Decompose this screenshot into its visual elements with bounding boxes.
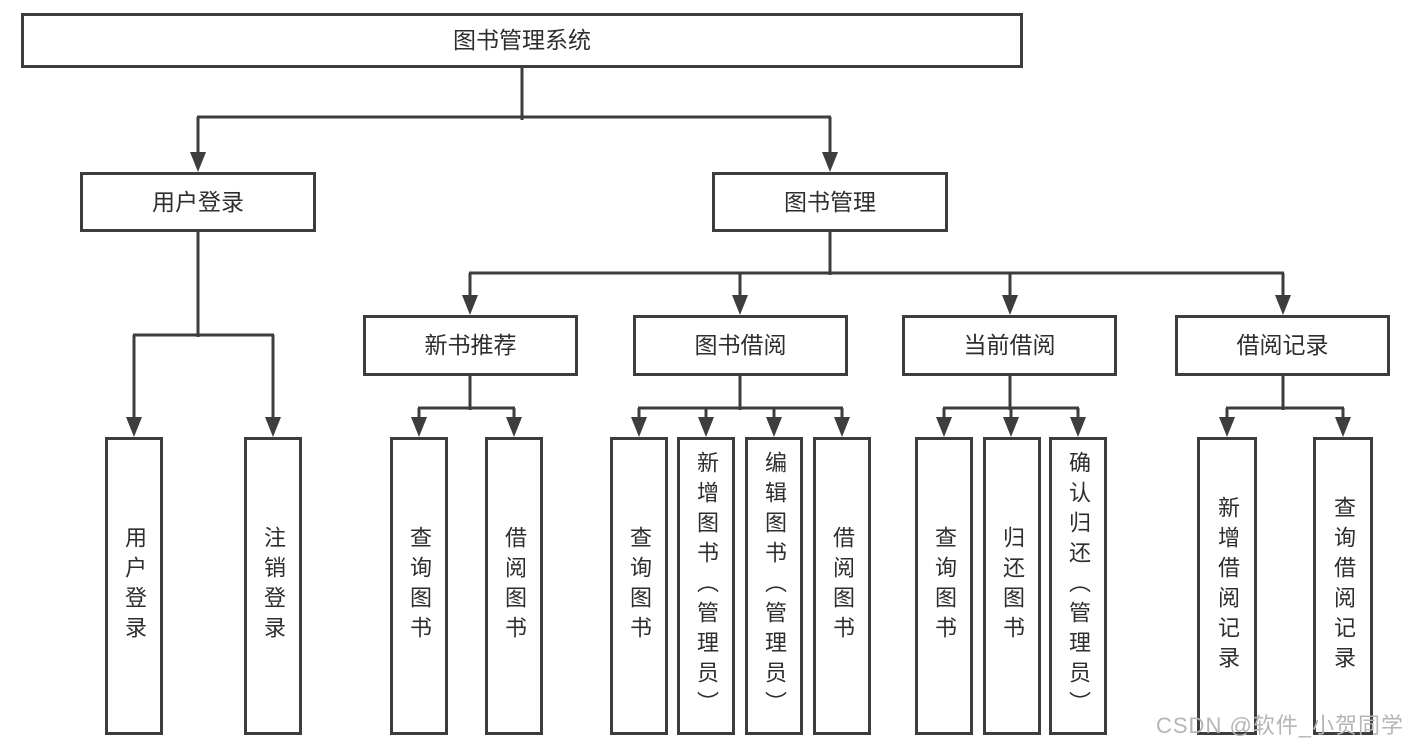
arrowhead-down-icon xyxy=(822,152,838,172)
leaf-confirm-return-admin: 确认归还（管理员） xyxy=(1049,437,1107,735)
leaf-query-borrow-record: 查询借阅记录 xyxy=(1313,437,1373,735)
arrowhead-down-icon xyxy=(631,417,647,437)
arrowhead-down-icon xyxy=(698,417,714,437)
leaf-query-books: 查询图书 xyxy=(390,437,448,735)
arrowhead-down-icon xyxy=(936,417,952,437)
leaf-add-books-admin: 新增图书（管理员） xyxy=(677,437,735,735)
arrowhead-down-icon xyxy=(411,417,427,437)
node-new-book-recommendation: 新书推荐 xyxy=(363,315,578,376)
arrowhead-down-icon xyxy=(1070,417,1086,437)
leaf-user-login: 用户登录 xyxy=(105,437,163,735)
arrowhead-down-icon xyxy=(190,152,206,172)
node-library-management-system: 图书管理系统 xyxy=(21,13,1023,68)
arrowhead-down-icon xyxy=(265,417,281,437)
arrowhead-down-icon xyxy=(1002,295,1018,315)
leaf-add-borrow-record: 新增借阅记录 xyxy=(1197,437,1257,735)
leaf-borrow-books: 借阅图书 xyxy=(485,437,543,735)
arrowhead-down-icon xyxy=(1335,417,1351,437)
arrowhead-down-icon xyxy=(462,295,478,315)
csdn-watermark: CSDN @软件_小贺同学 xyxy=(1156,713,1405,738)
node-borrowing-records: 借阅记录 xyxy=(1175,315,1390,376)
arrowhead-down-icon xyxy=(506,417,522,437)
leaf-query-books: 查询图书 xyxy=(915,437,973,735)
node-user-login: 用户登录 xyxy=(80,172,316,232)
arrowhead-down-icon xyxy=(732,295,748,315)
arrowhead-down-icon xyxy=(1003,417,1019,437)
arrowhead-down-icon xyxy=(834,417,850,437)
arrowhead-down-icon xyxy=(1219,417,1235,437)
arrowhead-down-icon xyxy=(126,417,142,437)
node-current-borrowing: 当前借阅 xyxy=(902,315,1117,376)
leaf-logout: 注销登录 xyxy=(244,437,302,735)
node-book-management: 图书管理 xyxy=(712,172,948,232)
arrowhead-down-icon xyxy=(1275,295,1291,315)
leaf-edit-books-admin: 编辑图书（管理员） xyxy=(745,437,803,735)
leaf-return-books: 归还图书 xyxy=(983,437,1041,735)
leaf-query-books: 查询图书 xyxy=(610,437,668,735)
node-book-borrowing: 图书借阅 xyxy=(633,315,848,376)
arrowhead-down-icon xyxy=(766,417,782,437)
leaf-borrow-books: 借阅图书 xyxy=(813,437,871,735)
